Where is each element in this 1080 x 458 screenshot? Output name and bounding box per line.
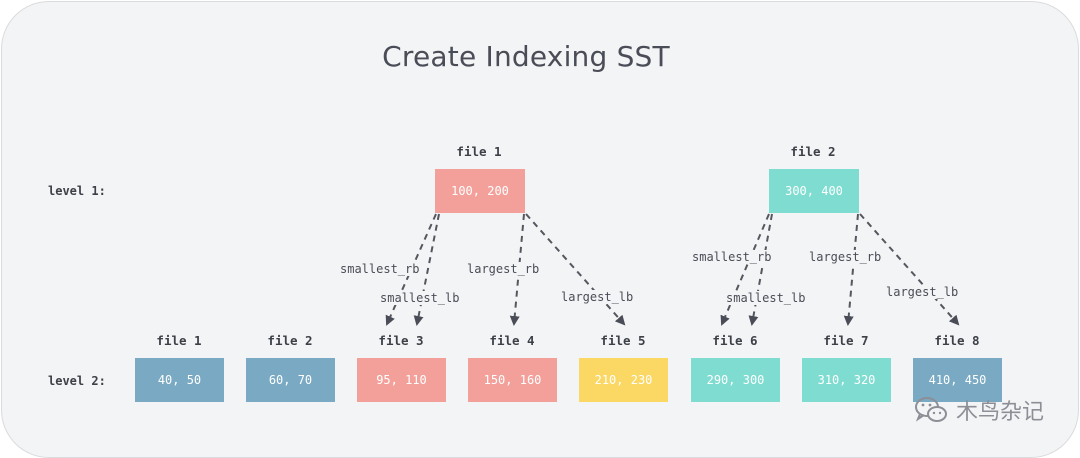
level2-file-4-range: 150, 160 [483,373,542,387]
level2-file-7-label: file 7 [823,333,869,348]
level2-file-8-range: 410, 450 [928,373,987,387]
level2-file-7-box: 310, 320 [802,358,891,402]
level1-file-1-range: 100, 200 [451,184,509,198]
level2-file-4-box: 150, 160 [468,358,557,402]
level2-file-1-range: 40, 50 [157,373,202,387]
level2-file-8-box: 410, 450 [913,358,1002,402]
level2-file-7-range: 310, 320 [817,373,876,387]
level2-file-6-label: file 6 [712,333,758,348]
arrow-f2-to-l2f8 [859,213,960,326]
watermark-text: 木鸟杂记 [955,400,1044,425]
level2-file-3-range: 95, 110 [376,373,427,387]
edge-label-largest-lb-1: largest_lb [560,290,635,304]
arrow-f1-to-l2f5 [525,213,626,326]
edge-label-largest-rb-1: largest_rb [466,262,541,276]
level1-file-2-box: 300, 400 [769,169,859,213]
edge-label-largest-rb-2: largest_rb [808,250,883,264]
level1-file-2-label: file 2 [790,144,836,159]
level2-file-2-range: 60, 70 [268,373,313,387]
level2-file-5-range: 210, 230 [594,373,653,387]
arrow-f2-to-l2f6-a [720,213,770,326]
level2-file-1-box: 40, 50 [135,358,224,402]
level-2-label: level 2: [48,374,106,388]
arrow-f1-to-l2f3-b [413,213,440,326]
wechat-icon [914,397,947,422]
level1-file-2-range: 300, 400 [785,184,843,198]
edge-label-smallest-lb-1: smallest_lb [379,291,461,305]
level-1-label: level 1: [48,184,106,198]
level1-file-1-box: 100, 200 [435,169,525,213]
level1-file-1-label: file 1 [456,144,502,159]
level2-file-3-label: file 3 [378,333,424,348]
watermark: 木鸟杂记 [914,394,1044,426]
level2-file-2-label: file 2 [267,333,313,348]
edge-label-smallest-lb-2: smallest_lb [725,291,807,305]
level2-file-4-label: file 4 [489,333,535,348]
level2-file-5-label: file 5 [600,333,646,348]
edge-label-largest-lb-2: largest_lb [885,285,960,299]
edge-label-smallest-rb-2: smallest_rb [691,250,773,264]
level2-file-6-box: 290, 300 [691,358,780,402]
level2-file-6-range: 290, 300 [706,373,765,387]
level2-file-5-box: 210, 230 [579,358,668,402]
level2-file-3-box: 95, 110 [357,358,446,402]
edge-label-smallest-rb-1: smallest_rb [339,262,421,276]
level2-file-8-label: file 8 [934,333,980,348]
level2-file-1-label: file 1 [156,333,202,348]
arrow-f2-to-l2f6-b [748,213,773,326]
diagram-title: Create Indexing SST [382,40,670,73]
arrow-f2-to-l2f7 [843,213,859,326]
level2-file-2-box: 60, 70 [246,358,335,402]
